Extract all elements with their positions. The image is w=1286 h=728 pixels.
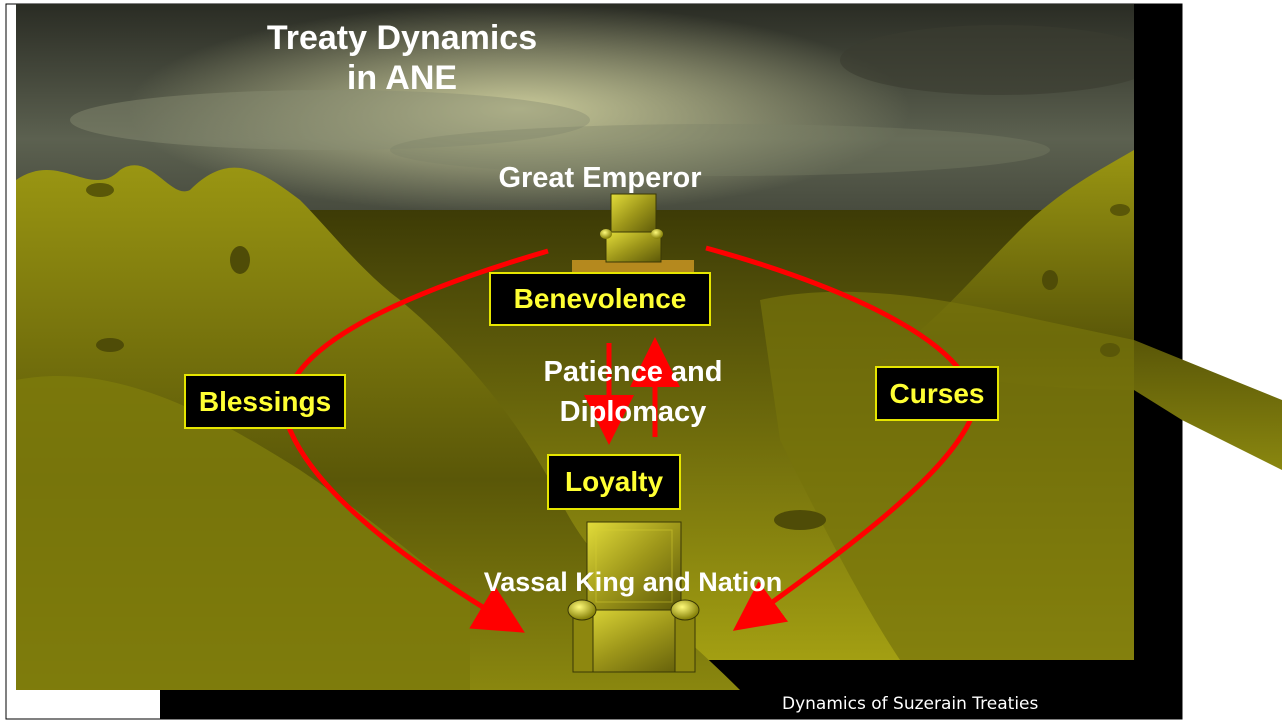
rock — [1110, 204, 1130, 216]
slide-footer: Dynamics of Suzerain Treaties — [782, 694, 1039, 714]
vassal-throne — [567, 521, 700, 673]
curses-box: Curses — [875, 366, 999, 421]
slide-title: Treaty Dynamics in ANE — [232, 18, 572, 98]
blessings-box: Blessings — [184, 374, 346, 429]
emperor-throne — [572, 193, 694, 272]
benevolence-box: Benevolence — [489, 272, 711, 326]
rock — [1100, 343, 1120, 357]
left-foothill — [16, 376, 470, 690]
rock — [774, 510, 826, 530]
emperor-label: Great Emperor — [498, 162, 702, 194]
title-line-1: Treaty Dynamics — [266, 19, 538, 57]
rock — [230, 246, 250, 274]
center-line-1: Patience and — [543, 356, 723, 388]
cloud-band — [70, 90, 590, 150]
center-line-2: Diplomacy — [559, 396, 707, 428]
rock — [1042, 270, 1058, 290]
right-slope — [760, 291, 1134, 660]
cloud-band — [390, 124, 1050, 176]
rock — [86, 183, 114, 197]
title-line-2: in ANE — [346, 59, 458, 97]
center-label: Patience and Diplomacy — [500, 352, 766, 432]
rock — [96, 338, 124, 352]
loyalty-box: Loyalty — [547, 454, 681, 510]
blessings-arrow — [282, 248, 549, 633]
right-mountain — [880, 150, 1282, 470]
vassal-label: Vassal King and Nation — [483, 567, 783, 597]
cloud-band — [840, 25, 1160, 95]
curses-arrow — [705, 245, 976, 631]
